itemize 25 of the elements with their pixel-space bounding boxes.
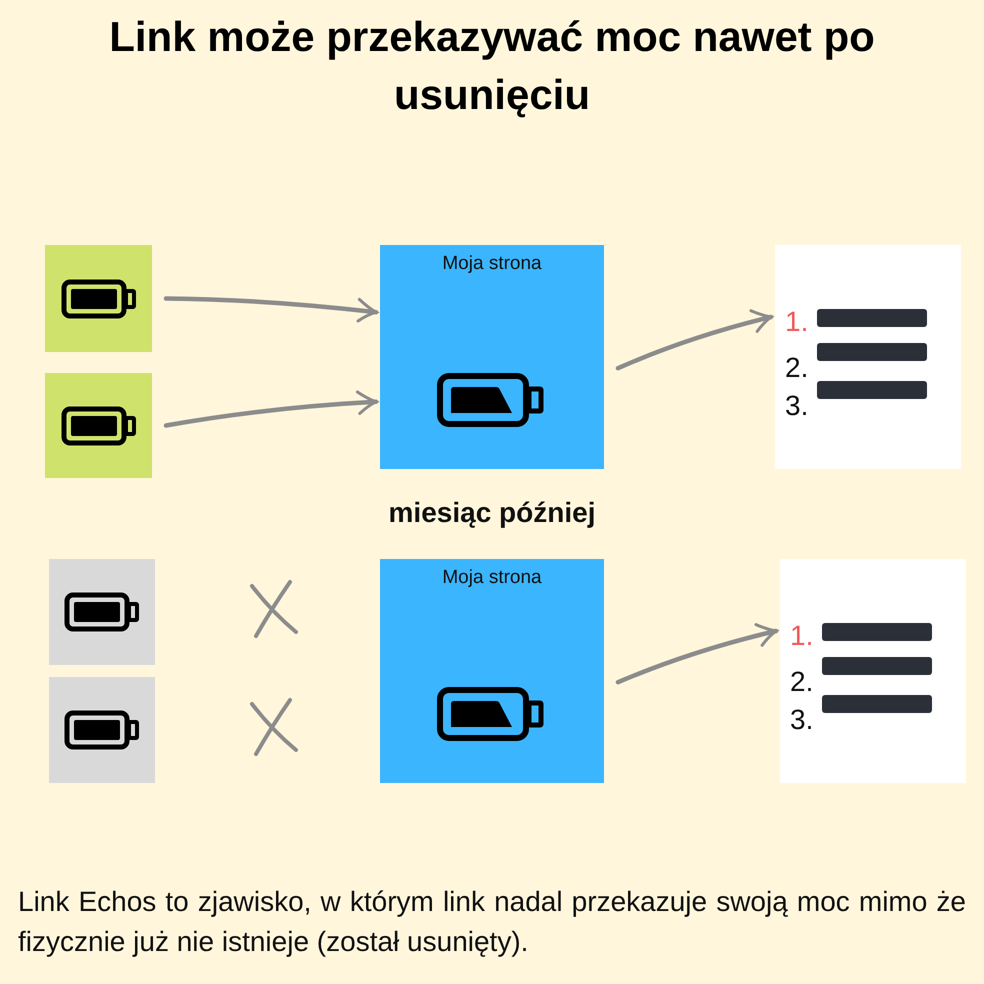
- result-bar: [822, 657, 932, 675]
- page-box: [380, 559, 604, 783]
- section-label: miesiąc później: [388, 497, 596, 529]
- caption: Link Echos to zjawisko, w którym link nadal przekazuje swoją moc mimo że fizycznie już nie istnieje (został usunięty).: [18, 885, 966, 959]
- result-bar: [822, 695, 932, 713]
- rank-number: 2.: [790, 667, 814, 697]
- rank-number: 2.: [785, 353, 810, 383]
- result-bar: [817, 343, 927, 361]
- page-title: Moja strona: [441, 253, 543, 275]
- source-box: [45, 245, 152, 352]
- result-bar: [822, 623, 932, 641]
- rank-number: 3.: [790, 705, 814, 735]
- source-box: [49, 559, 155, 665]
- search-results-card: [775, 245, 961, 469]
- source-box: [49, 677, 155, 783]
- rank-number: 3.: [785, 391, 810, 421]
- title: Link może przekazywać moc nawet po usunięciu: [108, 12, 876, 120]
- search-results-card: [780, 559, 966, 783]
- rank-number: 1.: [790, 621, 814, 651]
- rank-number: 1.: [785, 307, 810, 337]
- result-bar: [817, 309, 927, 327]
- result-bar: [817, 381, 927, 399]
- source-box: [45, 373, 152, 478]
- page-box: [380, 245, 604, 469]
- page-title: Moja strona: [441, 567, 543, 589]
